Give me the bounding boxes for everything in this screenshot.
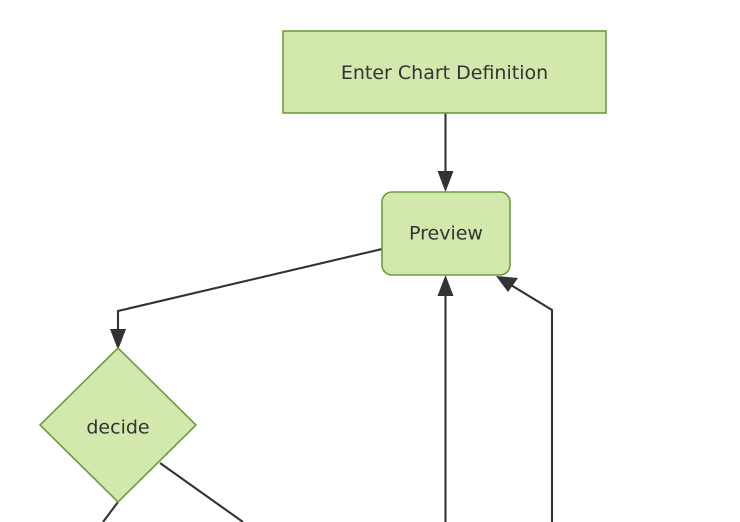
edge-decide-out-left bbox=[102, 501, 119, 522]
node-shape-rectangle bbox=[282, 30, 607, 114]
node-label: Preview bbox=[409, 223, 483, 245]
edge-feedback-center-to-preview bbox=[437, 275, 454, 522]
node-shape-rounded-rectangle bbox=[381, 191, 511, 276]
node-enter-chart-definition[interactable]: Enter Chart Definition bbox=[282, 30, 607, 114]
arrowhead-up-icon bbox=[437, 275, 454, 296]
node-shape-diamond bbox=[38, 346, 198, 504]
edge-decide-out-right bbox=[159, 462, 244, 522]
arrowhead-up-left-icon bbox=[496, 276, 518, 292]
edge-line bbox=[505, 281, 554, 522]
node-label: decide bbox=[86, 417, 149, 439]
node-label: Enter Chart Definition bbox=[341, 62, 548, 84]
edge-enter-to-preview bbox=[437, 113, 454, 192]
edge-line bbox=[159, 462, 244, 522]
arrowhead-down-icon bbox=[110, 329, 126, 350]
edge-feedback-right-to-preview bbox=[496, 276, 554, 522]
node-decide[interactable]: decide bbox=[38, 346, 198, 504]
node-preview[interactable]: Preview bbox=[381, 191, 511, 276]
edge-preview-to-decide bbox=[110, 247, 383, 350]
edge-line bbox=[102, 501, 119, 522]
arrowhead-down-icon bbox=[437, 171, 454, 192]
edge-line bbox=[116, 247, 383, 337]
